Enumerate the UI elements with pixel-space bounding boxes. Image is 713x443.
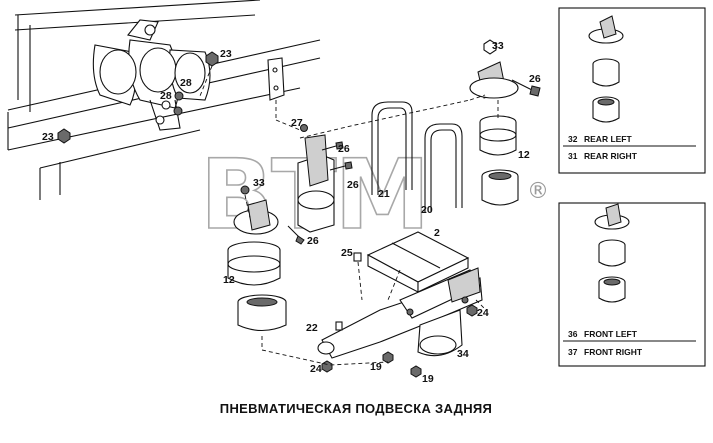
nut-28-b [173, 106, 183, 116]
spacer-block [366, 231, 470, 293]
label-33-right: 33 [492, 40, 504, 52]
vehicle-frame [7, 0, 321, 200]
label-21: 21 [378, 188, 390, 200]
registered-mark: ® [527, 179, 549, 204]
label-26-right: 26 [529, 73, 541, 85]
label-12-left: 12 [223, 274, 235, 286]
label-19-left: 19 [370, 361, 382, 373]
label-23-top: 23 [220, 48, 232, 60]
front-left-text: FRONT LEFT [584, 329, 638, 339]
label-12-right: 12 [518, 149, 530, 161]
nut-23-top [205, 51, 219, 67]
right-air-spring [469, 39, 541, 206]
rear-left-number: 32 [568, 134, 578, 144]
nut-24-right [466, 304, 478, 317]
label-26-b: 26 [347, 179, 359, 191]
label-22: 22 [306, 322, 318, 334]
label-24-left: 24 [310, 363, 322, 375]
nut-19-right [410, 365, 422, 378]
label-24-right: 24 [477, 307, 489, 319]
front-left-number: 36 [568, 329, 578, 339]
front-inset-box: 36 FRONT LEFT 37 FRONT RIGHT [558, 202, 706, 367]
label-27: 27 [291, 117, 303, 129]
nut-19-left [382, 351, 394, 364]
leader-lines [199, 65, 499, 366]
u-bolts [371, 101, 463, 212]
bushing-22 [335, 321, 343, 331]
label-26-a: 26 [338, 143, 350, 155]
rear-right-text: REAR RIGHT [584, 151, 638, 161]
rear-inset-box: 32 REAR LEFT 31 REAR RIGHT [558, 7, 706, 174]
label-28-a: 28 [160, 90, 172, 102]
nut-24-left [321, 360, 333, 373]
pin-25 [353, 252, 362, 262]
label-20: 20 [421, 204, 433, 216]
part-labels: 23 23 28 28 33 33 26 26 26 26 27 12 12 2… [42, 40, 541, 385]
label-23-left: 23 [42, 131, 54, 143]
label-33-left: 33 [253, 177, 265, 189]
label-19-right: 19 [422, 373, 434, 385]
label-34: 34 [457, 348, 469, 360]
label-2: 2 [434, 227, 440, 239]
label-26-c: 26 [307, 235, 319, 247]
nut-28-a [174, 91, 184, 101]
front-right-text: FRONT RIGHT [584, 347, 643, 357]
diagram-caption: ПНЕВМАТИЧЕСКАЯ ПОДВЕСКА ЗАДНЯЯ [220, 401, 492, 416]
label-25: 25 [341, 247, 353, 259]
label-28-b: 28 [180, 77, 192, 89]
bolt-26-pair [287, 124, 353, 245]
left-air-spring [227, 134, 335, 350]
rear-left-text: REAR LEFT [584, 134, 633, 144]
nut-23-left [57, 128, 71, 144]
rear-right-number: 31 [568, 151, 578, 161]
trailing-arm [317, 267, 483, 359]
front-right-number: 37 [568, 347, 578, 357]
